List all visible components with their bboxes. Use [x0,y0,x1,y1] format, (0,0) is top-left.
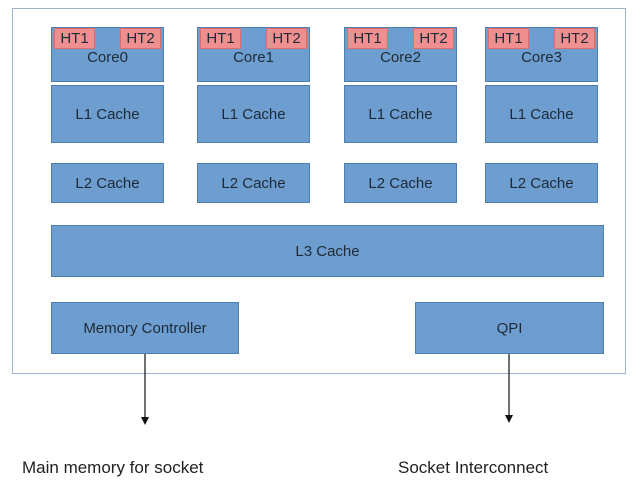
core-2-ht1: HT1 [347,28,388,49]
core-3-ht2: HT2 [554,28,595,49]
core-1-l2-cache: L2 Cache [197,163,310,203]
core-2-l1-cache: L1 Cache [344,85,457,143]
core-0-ht2: HT2 [120,28,161,49]
core-1: HT1 HT2 Core1 [197,27,310,82]
core-0-label: Core0 [87,49,128,66]
core-1-label: Core1 [233,49,274,66]
core-3-ht1: HT1 [488,28,529,49]
core-2-label: Core2 [380,49,421,66]
core-0-l2-cache: L2 Cache [51,163,164,203]
core-1-l1-cache: L1 Cache [197,85,310,143]
core-2-l2-cache: L2 Cache [344,163,457,203]
memory-controller: Memory Controller [51,302,239,354]
core-3-l2-cache: L2 Cache [485,163,598,203]
core-3: HT1 HT2 Core3 [485,27,598,82]
core-0-ht1: HT1 [54,28,95,49]
core-0: HT1 HT2 Core0 [51,27,164,82]
socket-interconnect-caption: Socket Interconnect [398,458,549,477]
core-0-l1-cache: L1 Cache [51,85,164,143]
qpi: QPI [415,302,604,354]
core-1-ht2: HT2 [266,28,307,49]
core-2-ht2: HT2 [413,28,454,49]
core-2: HT1 HT2 Core2 [344,27,457,82]
main-memory-caption: Main memory for socket [22,458,204,477]
core-3-l1-cache: L1 Cache [485,85,598,143]
core-1-ht1: HT1 [200,28,241,49]
core-3-label: Core3 [521,49,562,66]
l3-cache: L3 Cache [51,225,604,277]
